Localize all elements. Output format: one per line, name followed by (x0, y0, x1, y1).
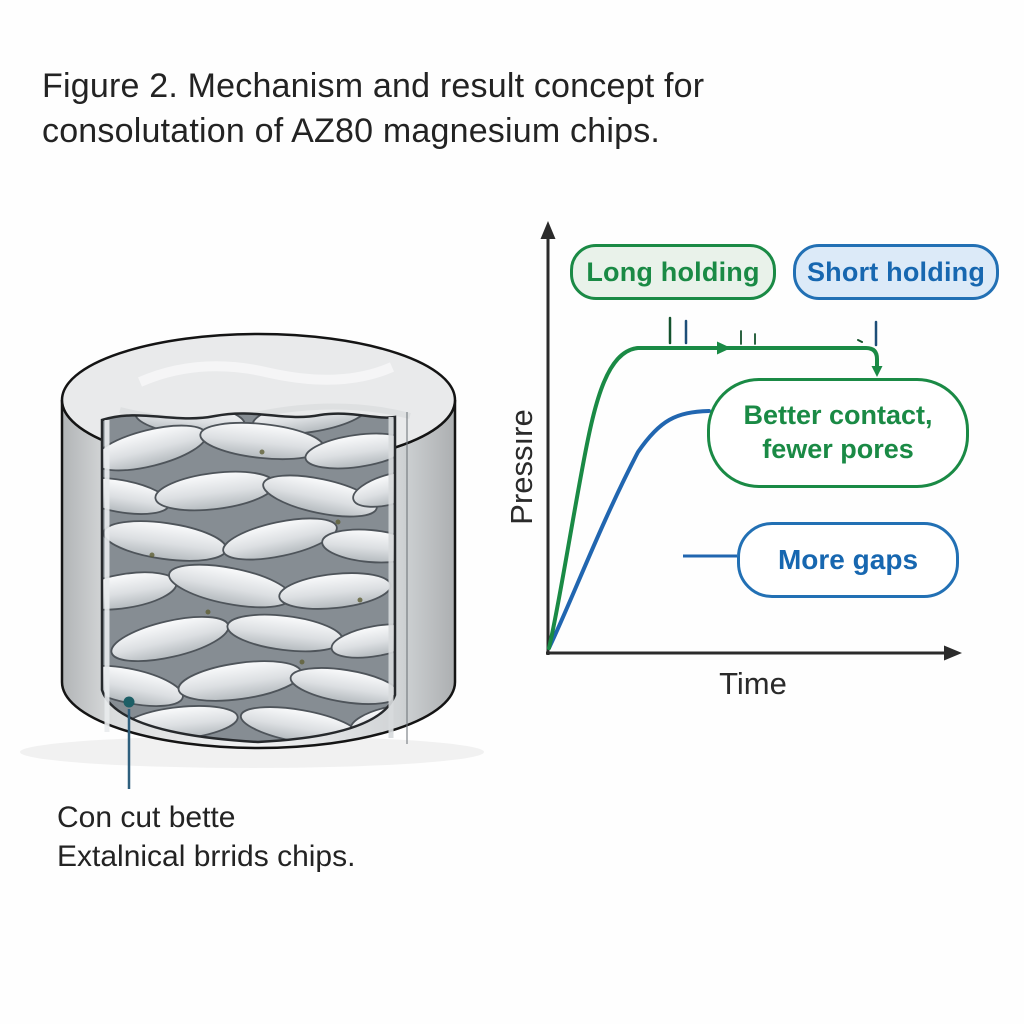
pressure-time-chart (540, 221, 962, 661)
figure-title: Figure 2. Mechanism and result concept f… (42, 67, 705, 151)
chip-cylinder (60, 332, 457, 789)
annotation-better-contact: Better contact, fewer pores (707, 378, 969, 488)
metal-chip (330, 623, 395, 659)
legend-short-holding-label: Short holding (806, 256, 986, 287)
x-axis-label: Time (719, 666, 787, 701)
annotation-better-contact-label: Better contact, fewer pores (743, 400, 933, 464)
y-axis-label: Pressıre (504, 409, 539, 525)
annotation-more-gaps: More gaps (737, 522, 959, 598)
chip-speck (335, 519, 341, 525)
plateau-arrow (717, 341, 731, 355)
curve-short-holding (547, 409, 711, 650)
chip-speck (205, 609, 211, 615)
chip-speck (259, 449, 265, 455)
illustration-caption: Con cut bette Extalnical brrids chips. (57, 801, 356, 873)
metal-chip (222, 517, 338, 561)
metal-chip (304, 432, 395, 470)
chip-speck (149, 552, 155, 558)
curve-drop-arrow (871, 366, 883, 377)
plateau-ticks (668, 316, 878, 347)
legend-short-holding: Short holding (793, 244, 999, 300)
curve-long-holding (547, 346, 879, 650)
metal-chip (262, 474, 378, 518)
annotation-more-gaps-label: More gaps (777, 544, 919, 575)
metal-chip (289, 667, 395, 705)
x-axis-arrow (944, 645, 962, 661)
chip-speck (299, 659, 305, 665)
y-axis-arrow (540, 221, 556, 239)
cylinder-top-sheen (138, 361, 395, 387)
chip-speck (357, 597, 363, 603)
callout-marker-dot (123, 696, 135, 708)
cylinder-shadow (20, 736, 484, 768)
legend-long-holding: Long holding (570, 244, 776, 300)
chips-group (102, 413, 395, 742)
legend-long-holding-label: Long holding (586, 256, 760, 287)
